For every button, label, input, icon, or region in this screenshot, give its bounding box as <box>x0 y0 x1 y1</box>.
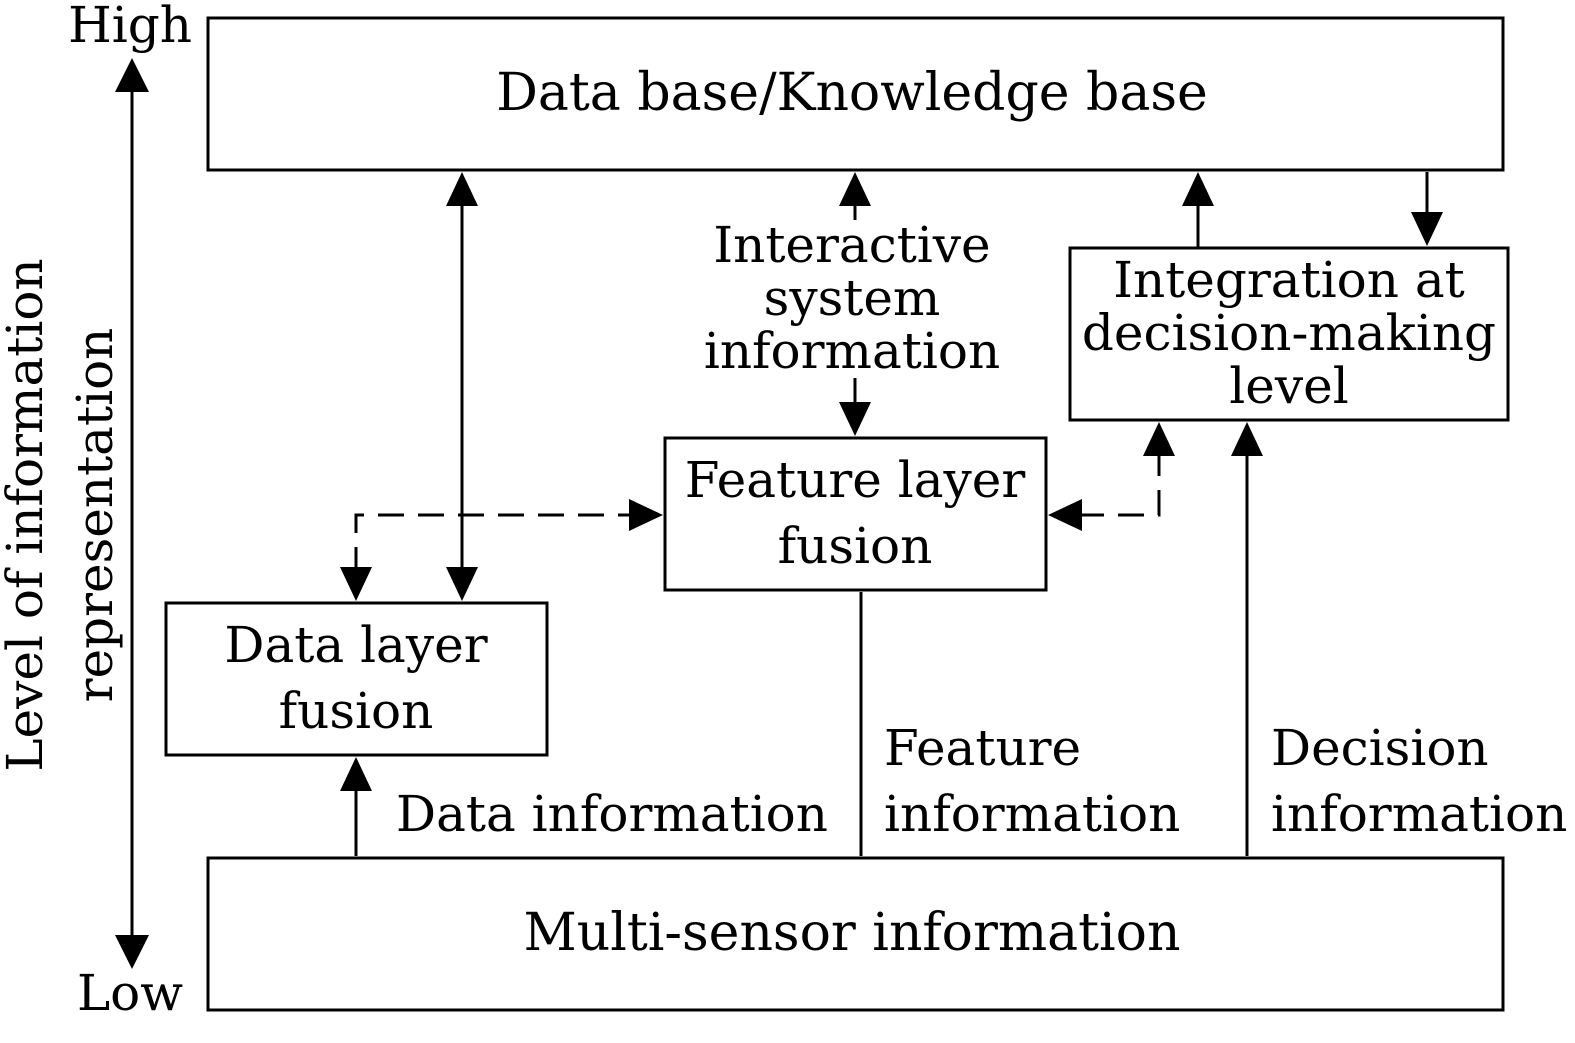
sensor-box: Multi-sensor information <box>206 856 1505 1012</box>
data-info-label: Data information <box>396 785 828 843</box>
database-box: Data base/Knowledge base <box>206 16 1505 172</box>
arrow-database-data-fusion <box>446 172 478 601</box>
arrow-up-icon <box>1231 422 1263 456</box>
decision-integration-label-line2: decision-making <box>1082 304 1496 362</box>
interactive-label-line3: information <box>704 322 1000 380</box>
feature-info-label-line1: Feature <box>884 719 1081 777</box>
arrow-up-icon <box>340 757 372 791</box>
arrow-database-to-decision <box>1411 172 1443 246</box>
arrow-left-icon <box>1048 499 1082 531</box>
data-fusion-label-line2: fusion <box>279 682 434 740</box>
arrow-interactive-to-feature <box>839 378 871 436</box>
arrow-up-icon <box>1143 422 1175 456</box>
database-label: Data base/Knowledge base <box>496 63 1208 123</box>
axis-low-label: Low <box>77 964 183 1022</box>
level-axis: High Low Level of information representa… <box>0 0 192 1022</box>
axis-arrow-up-icon <box>115 58 149 92</box>
axis-title-line2: representation <box>66 328 124 703</box>
interactive-info-label: Interactive system information <box>704 216 1000 380</box>
arrow-sensor-to-data-fusion <box>340 757 372 856</box>
interactive-label-line1: Interactive <box>713 216 990 274</box>
feature-fusion-label-line2: fusion <box>778 517 933 575</box>
dashed-arrow-feature-decision <box>1048 422 1175 531</box>
sensor-label: Multi-sensor information <box>524 903 1181 963</box>
decision-integration-box: Integration at decision-making level <box>1068 246 1510 422</box>
decision-info-label-line2: information <box>1271 785 1567 843</box>
arrow-down-icon <box>839 402 871 436</box>
arrow-right-icon <box>629 499 663 531</box>
arrow-down-icon <box>1411 212 1443 246</box>
arrow-down-icon <box>446 567 478 601</box>
arrow-up-icon <box>839 172 871 206</box>
arrow-down-icon <box>340 567 372 601</box>
arrow-up-icon <box>446 172 478 206</box>
arrow-sensor-to-decision <box>1231 422 1263 856</box>
arrow-interactive-to-database <box>839 172 871 220</box>
data-fusion-box: Data layer fusion <box>164 601 549 757</box>
arrow-decision-to-database <box>1182 172 1214 248</box>
feature-fusion-box: Feature layer fusion <box>663 436 1048 592</box>
axis-arrow-down-icon <box>115 935 149 969</box>
axis-high-label: High <box>68 0 192 54</box>
decision-integration-label-line3: level <box>1229 357 1348 415</box>
decision-integration-label-line1: Integration at <box>1113 251 1465 309</box>
data-fusion-label-line1: Data layer <box>224 616 487 674</box>
feature-info-label-line2: information <box>884 785 1180 843</box>
axis-title-line1: Level of information <box>0 258 54 771</box>
arrow-up-icon <box>1182 172 1214 206</box>
dashed-arrow-data-feature <box>340 499 663 601</box>
feature-fusion-label-line1: Feature layer <box>685 451 1026 509</box>
interactive-label-line2: system <box>764 269 941 327</box>
decision-info-label-line1: Decision <box>1271 719 1489 777</box>
